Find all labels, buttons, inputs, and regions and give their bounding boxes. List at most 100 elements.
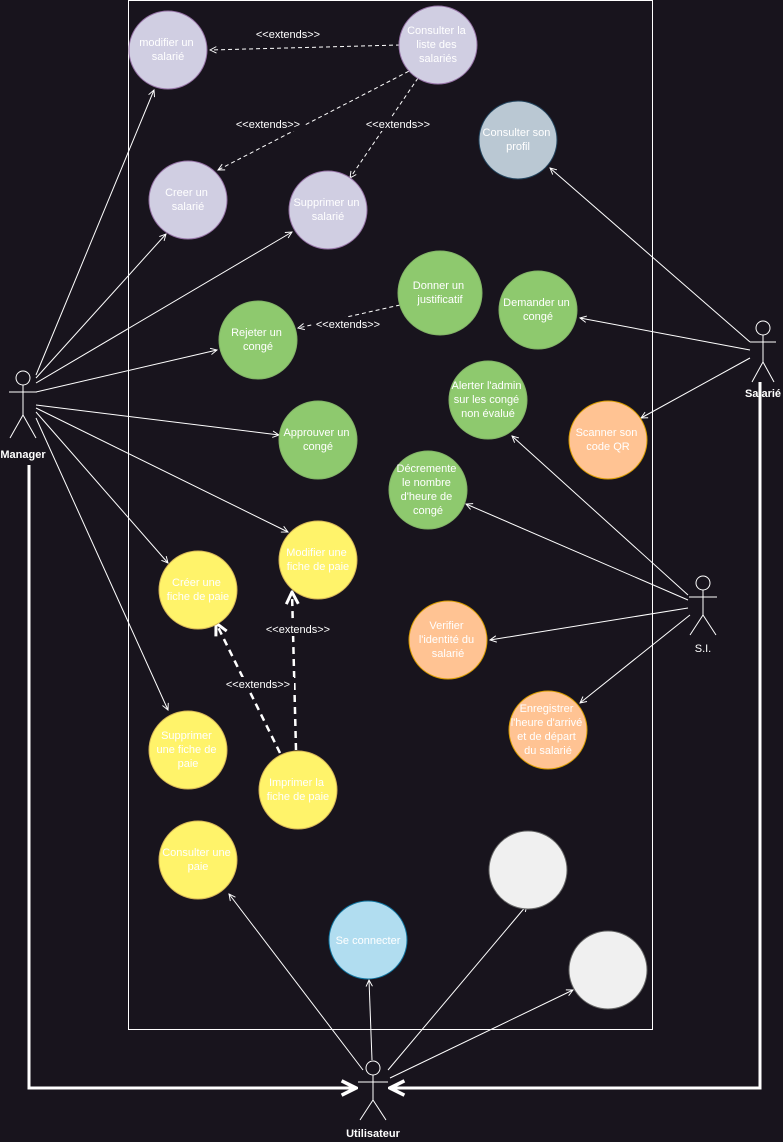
- assoc-manager-modifier-salarie: [35, 90, 154, 376]
- uc-verifier-identite-line-2: l'identité du: [419, 634, 474, 646]
- ext-label-3: <<extends>>: [366, 119, 430, 131]
- uc-modifier-fiche-line-1: Modifier une: [286, 547, 347, 559]
- svg-text:Consulter une paie: Consulter une paie: [162, 847, 234, 873]
- svg-text:Modifier une fiche de: Modifier une fiche de paie: [286, 547, 350, 573]
- svg-text:Approuver un congé: Approuver un congé: [283, 427, 352, 453]
- uc-decrementer-heures: Décremente le nombre d'heure de congé: [388, 450, 468, 530]
- uc-decrementer-heures-line-2: le nombre: [402, 477, 451, 489]
- uc-supprimer-fiche-line-2: une fiche de: [157, 744, 217, 756]
- uc-enregistrer-heure: Enregistrer l'heure d'arrivé et de dépar…: [508, 690, 588, 770]
- uc-consulter-liste-line-2: liste des: [416, 39, 457, 51]
- uc-creer-fiche: Créer une fiche de paie: [158, 550, 238, 630]
- uc-donner-justificatif-line-2: justificatif: [416, 294, 463, 306]
- system-boundary: [128, 0, 653, 1030]
- uc-imprimer-fiche: Imprimer la fiche de paie: [258, 750, 338, 830]
- uc-creer-fiche-line-2: fiche de paie: [167, 591, 229, 603]
- assoc-si-alerter: [512, 436, 689, 596]
- uc-scanner-qr-line-1: Scanner son: [576, 427, 638, 439]
- actor-si: [689, 575, 717, 636]
- uc-enregistrer-heure-line-3: et de départ: [517, 731, 576, 743]
- actor-salarie-label: Salarié: [745, 388, 781, 400]
- assoc-manager-approuver-conge: [35, 404, 279, 435]
- assoc-salarie-consulter-profil: [550, 168, 751, 343]
- extends-labels: <<extends>> <<extends>> <<extends>> <<ex…: [222, 27, 434, 691]
- uc-se-connecter: Se connecter: [328, 900, 408, 980]
- uc-alerter-admin-line-2: sur les congé: [454, 394, 519, 406]
- uc-supprimer-fiche: Supprimer une fiche de paie: [148, 710, 228, 790]
- associations: [35, 90, 751, 1079]
- use-cases: modifier un salarié Consulter la liste d…: [128, 5, 648, 1010]
- uc-rejeter-conge-line-2: congé: [243, 341, 273, 353]
- uc-approuver-conge-line-1: Approuver un: [283, 427, 349, 439]
- uc-decrementer-heures-line-3: d'heure de: [401, 491, 453, 503]
- assoc-si-enregistrer: [580, 614, 691, 703]
- svg-text:Demander un congé: Demander un congé: [503, 297, 573, 323]
- uc-supprimer-fiche-line-3: paie: [178, 758, 199, 770]
- ext-label-6: <<extends>>: [226, 679, 290, 691]
- uc-supprimer-fiche-line-1: Supprimer: [161, 730, 212, 742]
- uc-verifier-identite: Verifier l'identité du salarié: [408, 600, 488, 680]
- uc-approuver-conge: Approuver un congé: [278, 400, 358, 480]
- svg-text:Alerter l'admin sur le: Alerter l'admin sur les congé non évalué: [451, 380, 524, 420]
- uc-decrementer-heures-line-1: Décremente: [397, 463, 457, 475]
- uc-demander-conge-line-1: Demander un: [503, 297, 570, 309]
- assoc-user-white-2: [389, 990, 573, 1079]
- uc-creer-salarie: Creer un salarié: [148, 160, 228, 240]
- ext-consulter-creer: [218, 67, 416, 170]
- uc-supprimer-salarie: Supprimer un salarié: [288, 170, 368, 250]
- ext-consulter-modifier: [210, 44, 401, 50]
- uc-imprimer-fiche-line-1: Imprimer la: [269, 777, 325, 789]
- svg-text:Créer une fiche de pai: Créer une fiche de paie: [167, 577, 229, 603]
- svg-text:Enregistrer l'heure d': Enregistrer l'heure d'arrivé et de dépar…: [511, 703, 586, 757]
- actor-si-label: S.I.: [695, 643, 712, 655]
- uc-verifier-identite-line-1: Verifier: [429, 620, 464, 632]
- svg-text:Décremente le nombre: Décremente le nombre d'heure de congé: [397, 463, 460, 517]
- ext-label-4: <<extends>>: [316, 319, 380, 331]
- assoc-manager-modifier-fiche: [35, 407, 288, 532]
- assoc-manager-supprimer-salarie: [35, 232, 292, 384]
- uc-imprimer-fiche-line-2: fiche de paie: [267, 791, 329, 803]
- assoc-salarie-scanner-qr: [641, 357, 751, 418]
- uc-creer-salarie-line-1: Creer un: [165, 187, 208, 199]
- uc-modifier-fiche: Modifier une fiche de paie: [278, 520, 358, 600]
- uc-consulter-liste: Consulter la liste des salariés: [398, 5, 478, 85]
- svg-text:Verifier l'identité du: Verifier l'identité du salarié: [419, 620, 477, 660]
- svg-text:Supprimer une fiche de: Supprimer une fiche de paie: [157, 730, 220, 770]
- assoc-salarie-demander-conge: [580, 318, 751, 351]
- svg-text:Imprimer la fiche de p: Imprimer la fiche de paie: [267, 777, 329, 803]
- svg-text:modifier un salarié: modifier un salarié: [139, 37, 196, 63]
- uc-donner-justificatif-line-1: Donner un: [413, 280, 464, 292]
- uc-consulter-liste-line-3: salariés: [419, 53, 457, 65]
- svg-text:Rejeter un congé: Rejeter un congé: [231, 327, 285, 353]
- uc-creer-salarie-line-2: salarié: [172, 201, 204, 213]
- uc-consulter-paie-line-2: paie: [188, 861, 209, 873]
- uc-consulter-profil-line-2: profil: [506, 141, 530, 153]
- gen-manager-utilisateur: [27, 465, 356, 1088]
- uc-scanner-qr-line-2: code QR: [586, 441, 629, 453]
- actor-utilisateur: [358, 1060, 388, 1121]
- uc-white-case-2: [568, 930, 648, 1010]
- uc-supprimer-salarie-line-1: Supprimer un: [293, 197, 359, 209]
- svg-text:Scanner son code QR: Scanner son code QR: [576, 427, 641, 453]
- uc-alerter-admin: Alerter l'admin sur les congé non évalué: [448, 360, 528, 440]
- svg-text:Creer un salarié: Creer un salarié: [165, 187, 211, 213]
- extends-links-thick: [216, 592, 296, 754]
- assoc-user-se-connecter: [369, 980, 372, 1061]
- svg-text:Se connecter: Se connecter: [336, 935, 401, 947]
- actor-manager-label: Manager: [0, 449, 46, 461]
- ext-consulter-supprimer: [350, 77, 419, 178]
- uc-supprimer-salarie-line-2: salarié: [312, 211, 344, 223]
- uc-enregistrer-heure-line-4: du salarié: [524, 745, 572, 757]
- uc-scanner-qr: Scanner son code QR: [568, 400, 648, 480]
- uc-modifier-salarie-line-2: salarié: [152, 51, 184, 63]
- svg-text:Donner un justificatif: Donner un justificatif: [413, 280, 467, 306]
- assoc-manager-creer-salarie: [35, 234, 166, 379]
- svg-text:Consulter la liste des: Consulter la liste des salariés: [407, 25, 469, 65]
- uc-consulter-profil-line-1: Consulter son: [483, 127, 551, 139]
- assoc-user-white-1: [387, 905, 527, 1071]
- uc-demander-conge: Demander un congé: [498, 270, 578, 350]
- actor-utilisateur-label: Utilisateur: [346, 1128, 401, 1140]
- uc-modifier-salarie-line-1: modifier un: [139, 37, 193, 49]
- uc-rejeter-conge: Rejeter un congé: [218, 300, 298, 380]
- uc-consulter-liste-line-1: Consulter la: [407, 25, 467, 37]
